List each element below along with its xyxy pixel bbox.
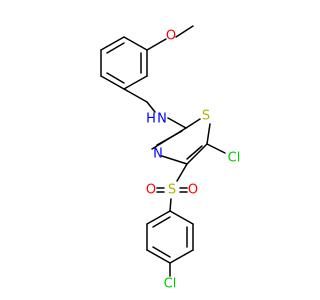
bond xyxy=(106,72,125,84)
bond xyxy=(186,143,208,165)
bond xyxy=(146,101,156,113)
bonds xyxy=(100,25,226,277)
bond xyxy=(169,210,194,225)
atom-label-o-sulfonyl-left: O xyxy=(146,183,156,198)
bond xyxy=(176,163,188,182)
bond xyxy=(185,118,201,129)
atom-labels: O H N S N Cl S O O Cl xyxy=(146,29,240,292)
bond xyxy=(161,155,188,165)
bond xyxy=(156,130,183,146)
bond xyxy=(169,249,194,264)
bond xyxy=(106,42,125,54)
bond xyxy=(146,210,171,225)
bond xyxy=(123,36,148,51)
bond xyxy=(206,143,226,154)
atom-label-s-sulfonyl: S xyxy=(168,183,176,198)
atom-label-n-amine: N xyxy=(157,112,167,127)
bond xyxy=(100,75,125,90)
bond xyxy=(167,117,187,129)
bond xyxy=(152,246,171,258)
bond xyxy=(169,198,172,212)
atom-label-h-amine: H xyxy=(146,112,156,127)
bond xyxy=(146,249,171,264)
atom-label-s-thiazole: S xyxy=(202,109,210,124)
atom-label-cl-thiazole: Cl xyxy=(228,151,241,166)
bond xyxy=(152,216,171,228)
bond xyxy=(123,88,148,103)
atom-label-o-methoxy: O xyxy=(166,29,176,44)
bond xyxy=(146,38,167,51)
bond xyxy=(186,145,203,160)
bond xyxy=(123,75,148,90)
bond xyxy=(175,25,194,38)
molecule-structure-diagram: O H N S N Cl S O O Cl xyxy=(100,25,240,292)
atom-label-o-sulfonyl-right: O xyxy=(188,183,198,198)
bond xyxy=(100,36,125,51)
atom-label-n-thiazole: N xyxy=(153,147,163,162)
bond xyxy=(206,123,211,145)
atom-label-cl-phenyl: Cl xyxy=(164,277,177,292)
